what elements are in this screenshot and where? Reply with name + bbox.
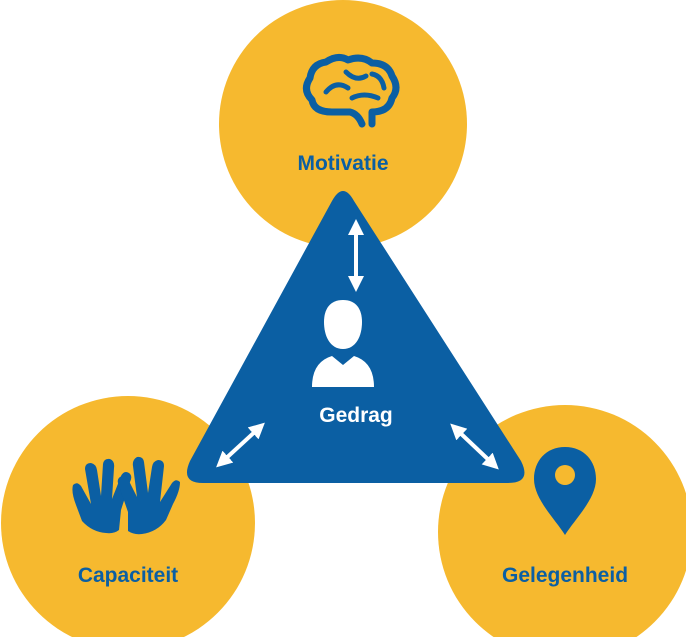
gedrag-label: Gedrag (319, 404, 393, 427)
person-icon (312, 300, 374, 387)
capaciteit-label: Capaciteit (78, 564, 178, 587)
gelegenheid-label: Gelegenheid (502, 564, 628, 587)
hands-icon (72, 456, 180, 535)
location-pin-icon (534, 447, 596, 535)
motivatie-label: Motivatie (297, 152, 388, 175)
arrow-gedrag-capaciteit (216, 422, 265, 468)
brain-icon (303, 53, 400, 128)
arrow-gedrag-gelegenheid (450, 423, 499, 470)
motivatie-circle (219, 0, 467, 248)
